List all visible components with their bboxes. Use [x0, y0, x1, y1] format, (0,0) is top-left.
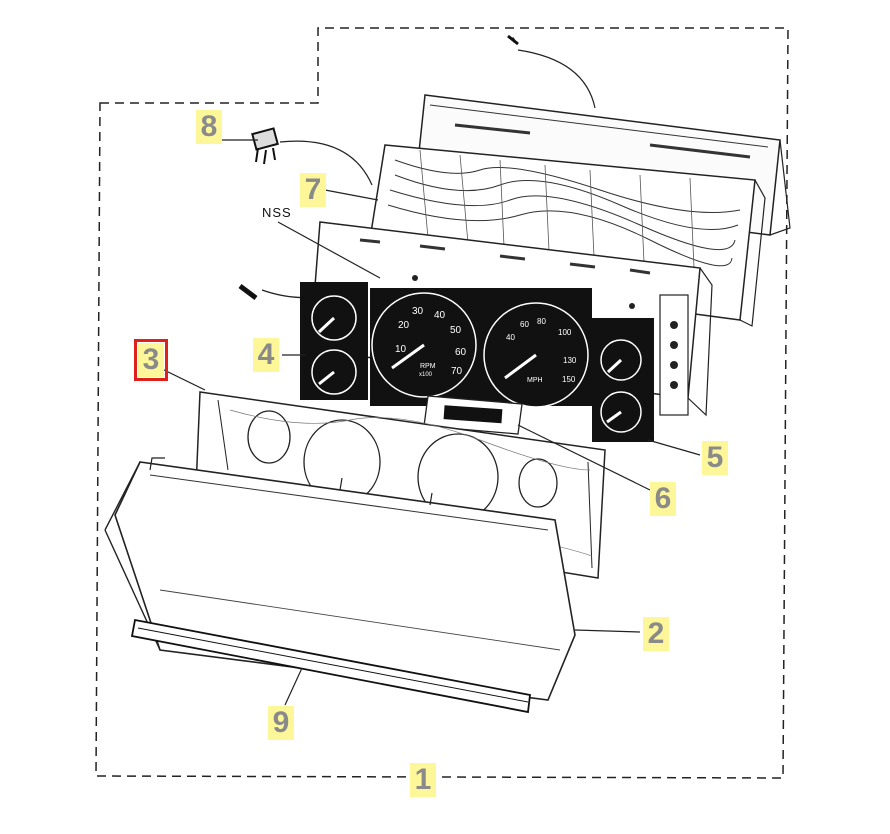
callout-8: 8	[196, 110, 222, 144]
tick-70: 70	[451, 366, 463, 377]
mph-label: MPH	[527, 377, 543, 384]
assembly-boundary	[95, 27, 789, 779]
callout-9: 9	[268, 706, 294, 740]
tick-40: 40	[434, 310, 446, 321]
callout-3[interactable]: 3	[134, 339, 168, 381]
tick-mph-150: 150	[562, 375, 576, 384]
tick-mph-60: 60	[520, 320, 529, 329]
left-small-gauges	[300, 282, 368, 400]
bulb-holder	[251, 127, 279, 165]
rpm-multiplier: x100	[419, 372, 433, 378]
main-gauge-panel: 10 20 30 40 50 60 70 RPM x100 40 60 80 1…	[370, 288, 592, 408]
tick-mph-40: 40	[506, 333, 515, 342]
tick-30: 30	[412, 306, 424, 317]
callout-4: 4	[253, 338, 279, 372]
warning-lamp-strip	[659, 294, 689, 416]
callout-1: 1	[410, 763, 436, 797]
tick-mph-100: 100	[558, 328, 572, 337]
top-screw	[507, 34, 596, 109]
right-small-gauges	[592, 318, 654, 442]
leader-lines	[159, 139, 701, 778]
rpm-label: RPM	[420, 363, 436, 370]
tick-mph-130: 130	[563, 356, 577, 365]
callout-5: 5	[702, 441, 728, 475]
tick-60: 60	[455, 347, 467, 358]
tick-20: 20	[398, 320, 410, 331]
nss-label: NSS	[262, 205, 292, 220]
callout-6: 6	[650, 482, 676, 516]
tick-10: 10	[395, 344, 407, 355]
callout-2: 2	[643, 617, 669, 651]
callout-7: 7	[300, 173, 326, 207]
tick-50: 50	[450, 325, 462, 336]
tick-mph-80: 80	[537, 317, 546, 326]
odometer-module	[423, 395, 523, 435]
seal-strip	[130, 618, 531, 714]
